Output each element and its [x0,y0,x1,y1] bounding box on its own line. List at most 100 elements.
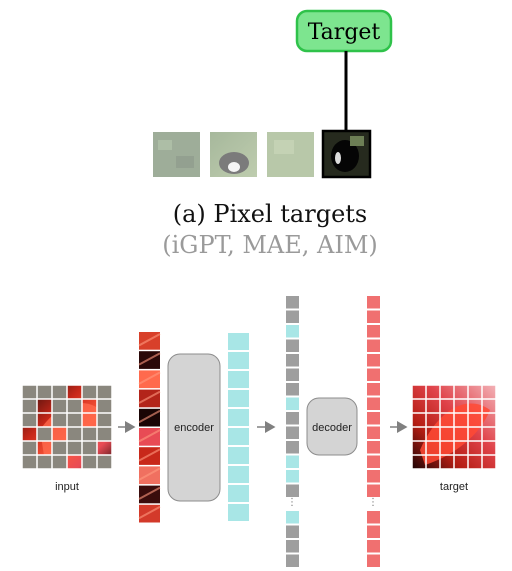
masked-patch [37,427,52,441]
masked-patch [52,441,67,455]
mask-token [286,484,299,497]
encoder-token [228,447,249,464]
masked-patch [52,455,67,469]
decoder-label: decoder [312,422,352,434]
encoder-token [228,504,249,521]
patch-detail [138,448,161,462]
output-token [367,296,380,309]
masked-patch [67,427,82,441]
encoder-token [228,485,249,502]
masked-patch [82,427,97,441]
masked-patch [97,455,112,469]
target-patch [321,129,372,179]
output-token [367,325,380,338]
masked-patch [97,427,112,441]
mask-token [286,540,299,553]
patch-leaves [153,132,200,177]
encoder-token [228,428,249,445]
output-token [367,511,380,524]
masked-patch [82,385,97,399]
output-token [367,441,380,454]
masked-patch [22,385,37,399]
mask-token [286,554,299,567]
output-token [367,525,380,538]
masked-patch [22,441,37,455]
output-token [367,455,380,468]
output-token [367,368,380,381]
masked-patch [97,399,112,413]
visible-patch-column [138,332,161,523]
masked-patch [67,413,82,427]
visible-token [286,455,299,468]
encoder-token [228,371,249,388]
output-token [367,412,380,425]
output-token [367,470,380,483]
encoder-token [228,390,249,407]
context-patches [153,132,314,177]
patch-detail [138,409,161,424]
masked-patch [82,455,97,469]
encoder-block [167,353,221,502]
masked-patch [67,441,82,455]
bottom-panel: input encoder ⋮ decoder ⋮ target [21,296,497,567]
output-token [367,354,380,367]
target-box-label: Target [308,20,381,45]
patch-detail [138,352,161,366]
mask-token [286,441,299,454]
masked-patch [52,399,67,413]
decoder-output-ellipsis: ⋮ [368,497,378,508]
output-token [367,397,380,410]
masked-patch [97,385,112,399]
output-token [367,339,380,352]
mask-token [286,368,299,381]
target-label: target [440,481,468,493]
visible-token [286,397,299,410]
output-token [367,540,380,553]
output-token [367,383,380,396]
masked-patch [22,455,37,469]
input-image [21,384,113,470]
output-token [367,426,380,439]
patch-detail [138,371,161,385]
patch-detail [138,486,161,500]
decoder-output-tokens [367,296,380,567]
mask-token [286,426,299,439]
masked-patch [22,413,37,427]
mask-token [286,383,299,396]
visible-token [286,470,299,483]
output-token [367,484,380,497]
masked-patch [67,399,82,413]
patch-detail [138,429,161,443]
visible-token [286,325,299,338]
mask-token [286,296,299,309]
encoder-output-tokens [228,333,249,521]
visible-token [286,511,299,524]
decoder-input-ellipsis: ⋮ [287,497,297,508]
patch-detail [138,333,161,347]
caption: (a) Pixel targets [173,200,367,228]
masked-patch [22,399,37,413]
mask-token [286,525,299,538]
masked-patch [82,441,97,455]
patch-detail [138,467,161,481]
encoder-label: encoder [174,422,214,434]
mask-token [286,354,299,367]
target-box [295,9,393,53]
masked-patch [97,413,112,427]
decoder-input-tokens [286,296,299,567]
mask-token [286,310,299,323]
mask-token [286,412,299,425]
masked-patch [52,413,67,427]
output-token [367,310,380,323]
target-image [411,384,497,470]
decoder-block [306,397,358,456]
encoder-token [228,333,249,350]
masked-patch [52,385,67,399]
masked-patch [37,385,52,399]
encoder-token [228,466,249,483]
top-panel: Target (a) Pixel targets (iGPT, MAE, AIM… [153,9,393,259]
subcaption: (iGPT, MAE, AIM) [162,231,378,259]
patch-detail [138,390,161,404]
patch-detail [138,505,161,520]
